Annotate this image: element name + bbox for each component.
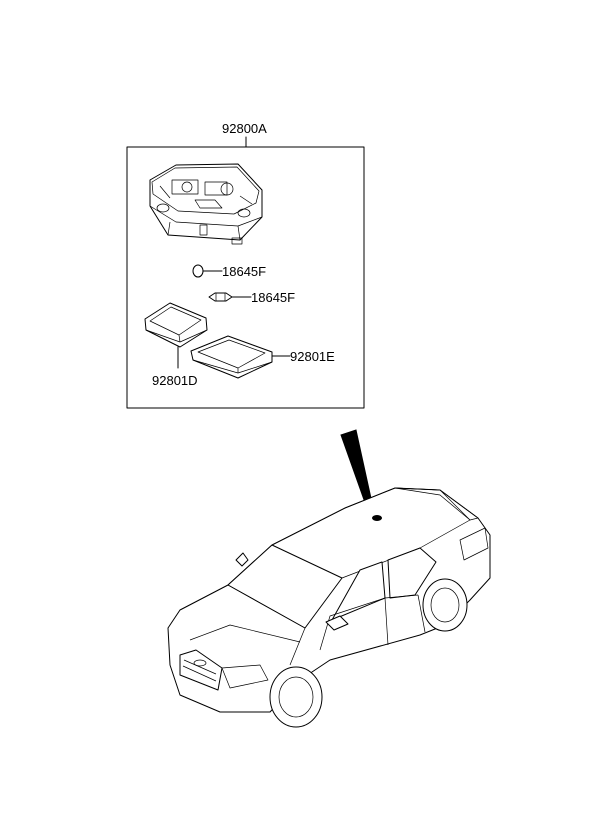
part-label-92801d[interactable]: 92801D bbox=[152, 373, 198, 388]
lens-92801e-drawing bbox=[190, 335, 291, 379]
assembly-callout-box bbox=[126, 146, 365, 409]
roof-lamp-location-marker bbox=[372, 515, 382, 521]
festoon-bulb-drawing bbox=[208, 292, 252, 302]
overhead-console-lamp-drawing bbox=[149, 163, 263, 245]
front-wheel bbox=[269, 666, 323, 728]
part-label-92801e[interactable]: 92801E bbox=[290, 349, 335, 364]
lens-92801d-drawing bbox=[144, 302, 208, 369]
part-label-18645f-festoon-bulb[interactable]: 18645F bbox=[251, 290, 295, 305]
round-bulb-drawing bbox=[192, 264, 223, 278]
assembly-label[interactable]: 92800A bbox=[222, 121, 267, 136]
rear-wheel bbox=[422, 578, 468, 632]
part-label-18645f-round-bulb[interactable]: 18645F bbox=[222, 264, 266, 279]
vehicle-drawing bbox=[167, 487, 491, 728]
